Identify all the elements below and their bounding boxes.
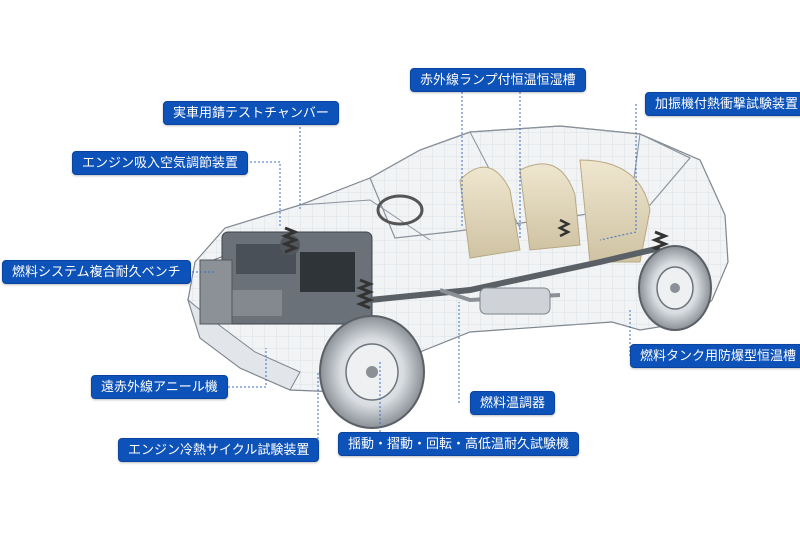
callout-fuel-system: 燃料システム複合耐久ベンチ bbox=[2, 260, 191, 284]
drivetrain bbox=[369, 245, 661, 315]
callout-durability: 揺動・摺動・回転・高低温耐久試験機 bbox=[338, 432, 580, 456]
callout-rust-chamber: 実車用錆テストチャンバー bbox=[163, 101, 339, 125]
callout-fuel-temp: 燃料温調器 bbox=[470, 391, 556, 415]
callout-engine-thermal: エンジン冷熱サイクル試験装置 bbox=[118, 438, 320, 462]
callout-ir-lamp: 赤外線ランプ付恒温恒湿槽 bbox=[410, 68, 586, 92]
seats bbox=[376, 159, 651, 263]
callout-engine-intake: エンジン吸入空気調節装置 bbox=[72, 151, 249, 175]
callout-far-ir-anneal: 遠赤外線アニール機 bbox=[91, 375, 228, 399]
wheels bbox=[319, 245, 712, 429]
callout-vibration: 加振機付熱衝撃試験装置 bbox=[645, 92, 800, 116]
suspension bbox=[280, 218, 670, 310]
callout-fuel-tank: 燃料タンク用防爆型恒温槽 bbox=[630, 344, 800, 368]
